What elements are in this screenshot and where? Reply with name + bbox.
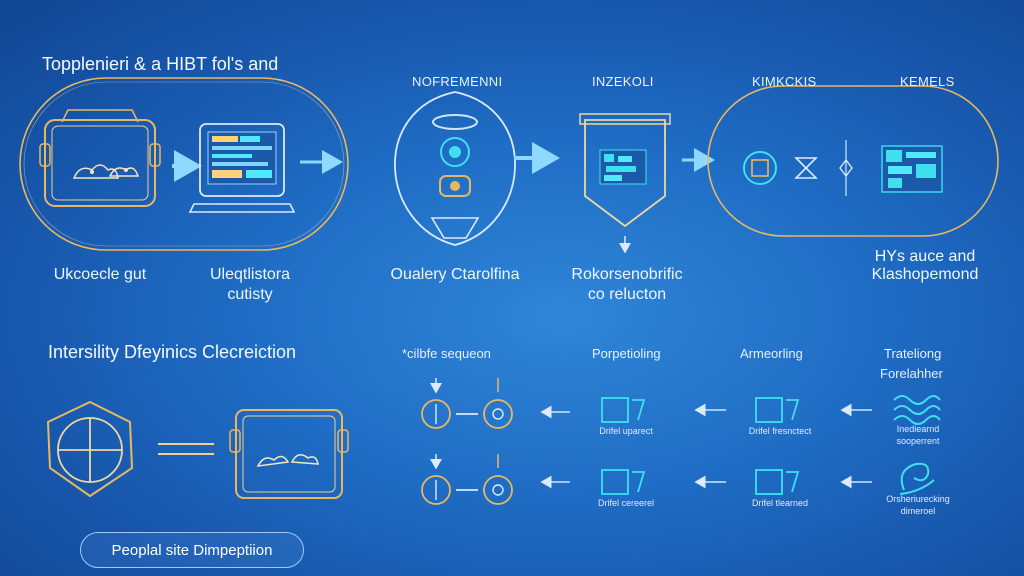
circuit-board-icon: [881, 145, 943, 193]
row1-label-3b: sooperrent: [896, 436, 940, 446]
chip-icon-r1-a: [601, 397, 646, 423]
row2-label-3b: dimeroel: [900, 506, 936, 516]
row2-label-3a: Orsheriurecking: [886, 494, 950, 504]
sequence-node-c-icon: [421, 475, 451, 505]
hourglass-icon: [794, 157, 818, 179]
header-stage-4: KEMELS: [900, 74, 955, 89]
chip-icon-r2-b: [755, 469, 800, 495]
label-b2: cutisty: [227, 286, 273, 303]
label-b1: Uleqtlistora: [209, 266, 291, 283]
header-porpetioling: Porpetioling: [592, 346, 661, 361]
robot-icon: [743, 151, 777, 185]
monitor-icon: [188, 123, 296, 213]
diamond-marker-icon: [839, 140, 853, 196]
header-forelahher: Forelahher: [880, 366, 943, 381]
label-c: Oualery Ctarolfina: [390, 266, 520, 283]
sequence-node-d-icon: [483, 475, 513, 505]
processor-container-icon: [579, 113, 671, 228]
sequence-node-a-icon: [421, 399, 451, 429]
label-d1: Rokorsenobrific: [571, 266, 683, 283]
header-trateliong: Trateliong: [884, 346, 942, 361]
gold-shield-icon: [46, 400, 134, 498]
row1-label-1: Drifel uparect: [599, 426, 653, 436]
row2-label-2: Drifel tlearned: [751, 498, 809, 508]
right-pill-container: [707, 85, 999, 237]
label-d2: co relucton: [587, 286, 667, 303]
swirl-icon: [899, 462, 935, 495]
bottom-section-title: Intersility Dfeyinics Clecreiction: [48, 342, 297, 362]
gold-frame-device-icon: [39, 109, 161, 207]
header-stage-3: KIMKCKIS: [752, 74, 817, 89]
header-armeorling: Armeorling: [740, 346, 803, 361]
globe-device-icon: [394, 91, 516, 246]
chip-icon-r2-a: [601, 469, 646, 495]
header-sequence: *cilbfe sequeon: [402, 346, 491, 361]
header-stage-2: INZEKOLI: [592, 74, 654, 89]
people-site-button[interactable]: Peoplal site Dimpeptiion: [80, 532, 304, 568]
row1-label-2: Drifel fresnctect: [748, 426, 812, 436]
wave-icon: [893, 395, 941, 425]
label-e2: Klashopemond: [871, 266, 979, 283]
top-section-title: Topplenieri & a HIBT fol's and: [42, 54, 279, 74]
sequence-node-b-icon: [483, 399, 513, 429]
header-stage-1: NOFREMENNI: [412, 74, 503, 89]
row2-label-1: Drifel cereerel: [597, 498, 655, 508]
label-a: Ukcoecle gut: [53, 266, 147, 283]
bottom-gold-frame-icon: [229, 409, 349, 499]
label-e1: HYs auce and: [874, 248, 976, 265]
row1-label-3a: Inediearnd: [896, 424, 940, 434]
chip-icon-r1-b: [755, 397, 800, 423]
left-pill-container: [19, 77, 349, 251]
